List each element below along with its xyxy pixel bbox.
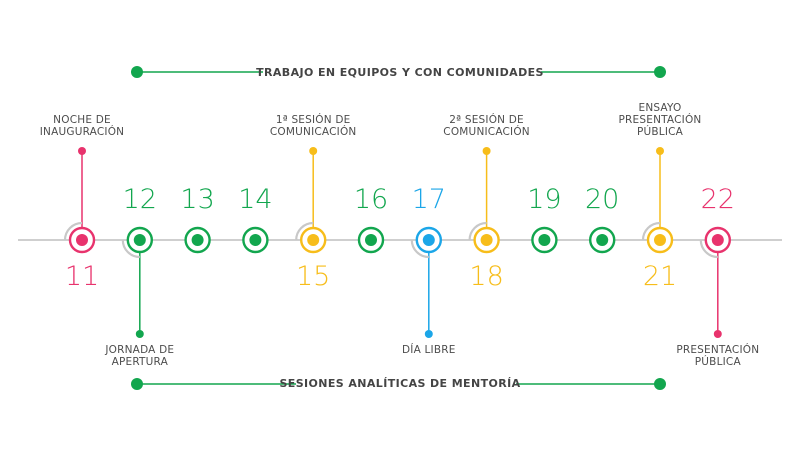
day-number-20: 20 bbox=[585, 184, 620, 215]
event-label-line: APERTURA bbox=[111, 356, 169, 368]
node-arc-17 bbox=[410, 239, 429, 259]
event-label-line: PRESENTACIÓN bbox=[618, 114, 702, 126]
event-dot-17 bbox=[424, 330, 433, 338]
event-label-line: INAUGURACIÓN bbox=[39, 126, 125, 138]
event-label-line: DÍA LIBRE bbox=[402, 344, 456, 356]
node-core-12 bbox=[133, 234, 146, 246]
event-label-line: COMUNICACIÓN bbox=[443, 126, 530, 138]
node-core-19 bbox=[538, 234, 551, 246]
node-core-20 bbox=[596, 234, 609, 246]
event-label-line: PÚBLICA bbox=[636, 126, 684, 138]
node-core-15 bbox=[307, 234, 320, 246]
event-dot-22 bbox=[713, 330, 722, 338]
bottom-band-label: SESIONES ANALÍTICAS DE MENTORÍA bbox=[279, 377, 521, 390]
top-band-dot-right bbox=[654, 66, 666, 78]
node-arc-18 bbox=[468, 221, 487, 241]
node-arc-15 bbox=[295, 221, 314, 241]
top-band-dot-left bbox=[131, 66, 143, 78]
event-label-line: PÚBLICA bbox=[694, 356, 741, 368]
event-dot-18 bbox=[482, 147, 491, 155]
day-number-13: 13 bbox=[180, 184, 215, 215]
node-core-14 bbox=[249, 234, 262, 246]
node-core-21 bbox=[654, 234, 666, 246]
day-number-18: 18 bbox=[469, 261, 504, 292]
node-core-16 bbox=[365, 234, 377, 246]
event-dot-11 bbox=[78, 147, 86, 155]
event-dot-21 bbox=[656, 147, 664, 155]
event-label-17: DÍA LIBRE bbox=[364, 344, 494, 356]
event-dot-15 bbox=[309, 147, 318, 155]
node-arc-12 bbox=[121, 239, 140, 259]
day-number-11: 11 bbox=[64, 261, 100, 292]
day-number-22: 22 bbox=[700, 184, 735, 215]
node-arc-21 bbox=[641, 221, 661, 241]
event-label-line: PRESENTACIÓN bbox=[676, 344, 760, 356]
day-number-14: 14 bbox=[238, 184, 273, 215]
day-number-17: 17 bbox=[411, 184, 446, 215]
node-core-11 bbox=[76, 234, 88, 246]
node-core-18 bbox=[480, 234, 493, 246]
event-label-line: 1ª SESIÓN DE bbox=[275, 114, 351, 126]
node-core-22 bbox=[711, 234, 724, 246]
bottom-band-dot-right bbox=[654, 378, 666, 390]
node-arc-11 bbox=[63, 221, 83, 241]
event-label-line: NOCHE DE bbox=[53, 114, 111, 126]
node-core-17 bbox=[422, 234, 435, 246]
day-number-12: 12 bbox=[122, 184, 157, 215]
day-number-15: 15 bbox=[296, 261, 331, 292]
event-label-line: JORNADA DE bbox=[105, 344, 175, 356]
node-arc-22 bbox=[699, 239, 718, 259]
event-dot-12 bbox=[135, 330, 144, 338]
day-number-21: 21 bbox=[642, 261, 678, 292]
day-number-19: 19 bbox=[527, 184, 562, 215]
node-core-13 bbox=[191, 234, 204, 246]
bottom-band-dot-left bbox=[131, 378, 143, 390]
event-label-line: COMUNICACIÓN bbox=[269, 126, 357, 138]
day-number-16: 16 bbox=[353, 184, 389, 215]
event-label-line: ENSAYO bbox=[638, 102, 682, 114]
top-band-label: TRABAJO EN EQUIPOS Y CON COMUNIDADES bbox=[256, 66, 544, 79]
event-label-line: 2ª SESIÓN DE bbox=[449, 114, 524, 126]
